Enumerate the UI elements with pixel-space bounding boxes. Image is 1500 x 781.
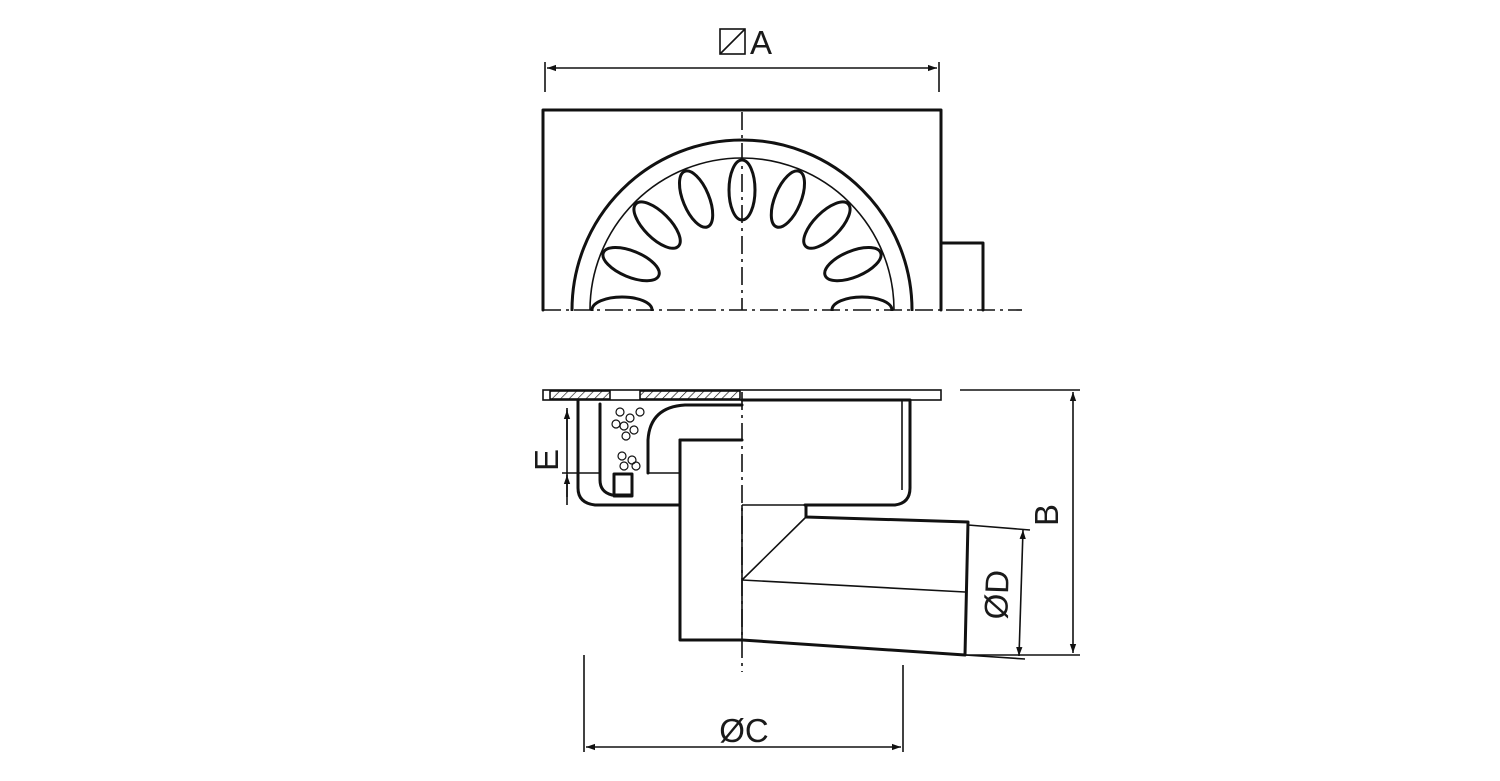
dimension-a: A bbox=[544, 24, 940, 92]
gravel-pebble bbox=[617, 451, 627, 461]
grate-slot bbox=[632, 200, 682, 250]
dimension-d-line bbox=[1016, 529, 1026, 657]
gravel-pebble bbox=[631, 461, 641, 471]
top-view bbox=[541, 108, 1022, 341]
grate-slots bbox=[560, 158, 930, 341]
gravel-pebble bbox=[635, 407, 645, 417]
dimension-e-label: E bbox=[528, 449, 565, 471]
gravel-pebble bbox=[629, 425, 639, 435]
grate-slot bbox=[769, 169, 807, 229]
side-outlet-pipe bbox=[740, 503, 970, 657]
grate-outer-arc bbox=[570, 138, 914, 312]
drain-body-outline bbox=[576, 398, 744, 507]
top-view-frame bbox=[541, 108, 943, 312]
gravel-pebble bbox=[611, 419, 621, 429]
gravel-pebble bbox=[615, 407, 625, 417]
dimension-a-label: A bbox=[750, 24, 772, 61]
dimension-d: ØD bbox=[964, 524, 1031, 660]
grate-slot bbox=[727, 158, 757, 222]
trap-bell bbox=[646, 403, 744, 475]
gravel-pebble bbox=[625, 413, 635, 423]
trap-plug bbox=[612, 472, 634, 498]
dimension-e: E bbox=[528, 408, 600, 505]
grate-slot bbox=[802, 200, 852, 250]
dimension-d-label: ØD bbox=[977, 569, 1016, 620]
square-symbol-icon bbox=[719, 28, 746, 55]
section-view bbox=[542, 389, 970, 672]
grate-slot bbox=[823, 245, 883, 283]
gravel-fill bbox=[611, 407, 645, 471]
grate-slot bbox=[601, 245, 661, 283]
dimension-b-label: B bbox=[1028, 504, 1065, 526]
bowl-right-side bbox=[740, 398, 912, 507]
dimension-b: B bbox=[960, 389, 1080, 656]
gravel-pebble bbox=[619, 421, 629, 431]
slot-mask bbox=[560, 311, 930, 341]
dimension-c-label: ØC bbox=[719, 712, 769, 749]
top-view-outlet-stub bbox=[939, 241, 985, 312]
vertical-pipe bbox=[678, 438, 744, 642]
gravel-pebble bbox=[619, 461, 629, 471]
grate-slot bbox=[677, 169, 715, 229]
dimension-c: ØC bbox=[583, 655, 904, 752]
gravel-pebble bbox=[621, 431, 631, 441]
